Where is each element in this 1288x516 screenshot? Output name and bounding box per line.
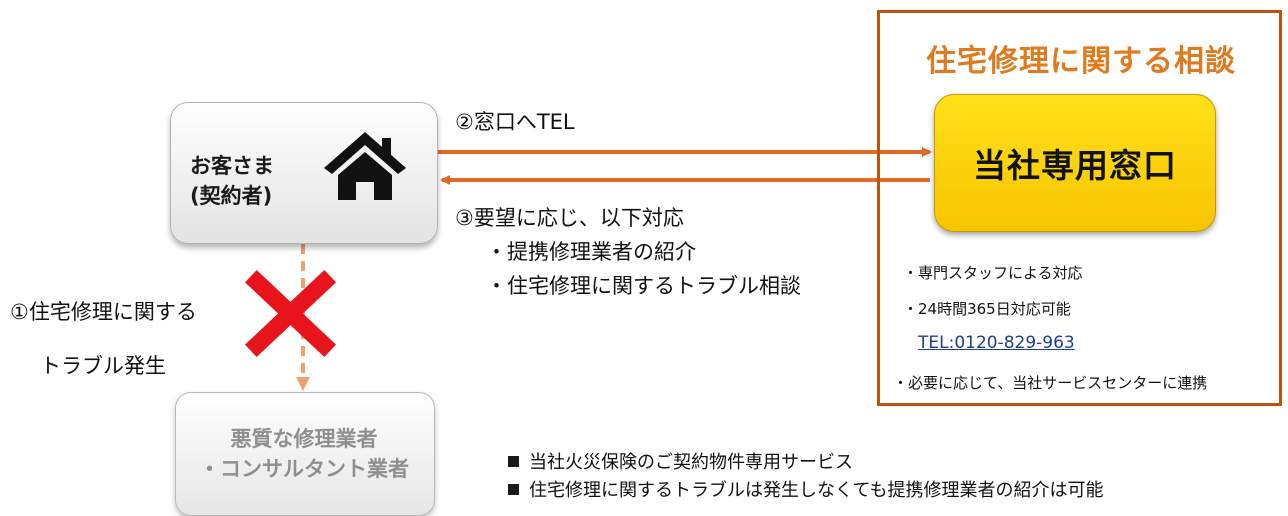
house-icon — [324, 132, 406, 200]
customer-box — [170, 102, 438, 244]
bad-contractor-label: 悪質な修理業者 — [230, 427, 378, 451]
dedicated-desk-box: 当社専用窓口 — [934, 94, 1216, 232]
note-item: 当社火災保険のご契約物件専用サービス — [508, 448, 853, 474]
step3-item-trouble: ・住宅修理に関するトラブル相談 — [486, 274, 801, 298]
square-bullet-icon — [508, 455, 519, 467]
step2-label: ②窓口へTEL — [455, 110, 575, 134]
step3-item-partner: ・提携修理業者の紹介 — [486, 240, 696, 264]
bad-contractor-box — [175, 392, 435, 516]
cross-mark-icon — [244, 269, 337, 358]
feature-24h: ・24時間365日対応可能 — [903, 300, 1071, 318]
step1-label: ①住宅修理に関する — [10, 300, 197, 324]
customer-sublabel: (契約者) — [190, 184, 273, 208]
feature-service-center: ・必要に応じて、当社サービスセンターに連携 — [893, 374, 1208, 392]
square-bullet-icon — [508, 483, 519, 495]
feature-staff: ・専門スタッフによる対応 — [903, 264, 1083, 282]
note-item: 住宅修理に関するトラブルは発生しなくても提携修理業者の紹介は可能 — [508, 476, 1104, 502]
note-text: 当社火災保険のご契約物件専用サービス — [529, 452, 853, 473]
desk-label: 当社専用窓口 — [973, 146, 1177, 185]
consultant-contractor-label: ・コンサルタント業者 — [199, 457, 409, 481]
customer-label: お客さま — [190, 154, 274, 178]
step3-label: ③要望に応じ、以下対応 — [455, 206, 684, 230]
consultation-frame — [877, 10, 1282, 406]
step1-label-line2: トラブル発生 — [40, 354, 166, 378]
note-text: 住宅修理に関するトラブルは発生しなくても提携修理業者の紹介は可能 — [529, 480, 1104, 501]
consultation-title: 住宅修理に関する相談 — [926, 44, 1236, 79]
tel-link[interactable]: TEL:0120-829-963 — [918, 333, 1075, 353]
